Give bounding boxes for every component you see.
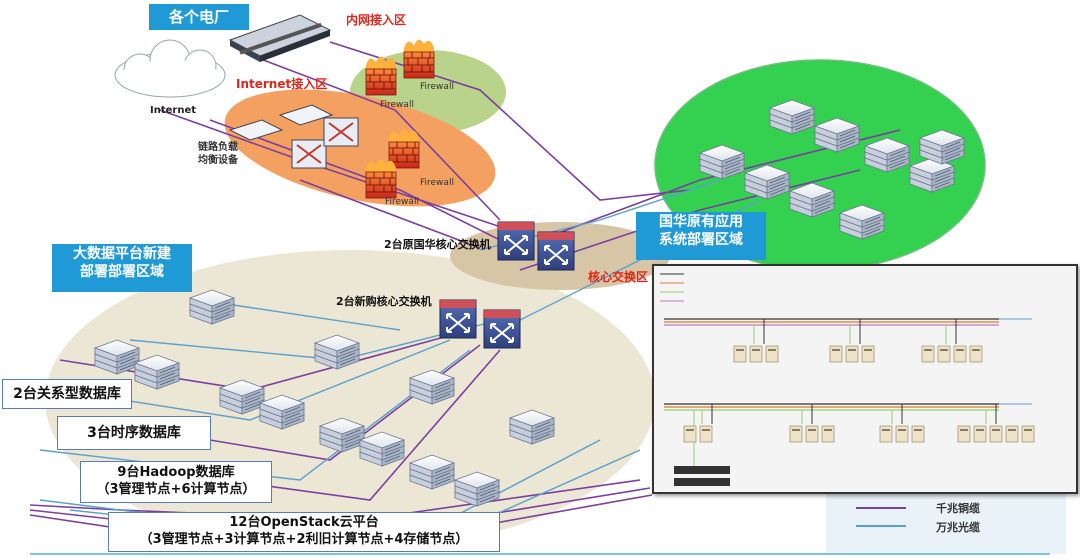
firewall-label: Firewall: [380, 100, 414, 110]
openstack-label-line1: 12台OpenStack云平台: [229, 515, 379, 531]
orig-core-switch-label: 2台原国华核心交换机: [384, 238, 491, 251]
legend-gigabit-label: 千兆铜缆: [936, 502, 980, 515]
power-plants-title: 各个电厂: [149, 4, 249, 30]
legend-ten-gigabit-label: 万兆光缆: [936, 521, 980, 534]
legend-swatches: [856, 507, 906, 527]
core-exchange-label: 核心交换区: [588, 270, 649, 284]
big-data-zone-title-line1: 大数据平台新建: [73, 246, 171, 262]
load-balancer-label-line1: 链路负载: [198, 142, 238, 153]
openstack-label-line2: （3管理节点+3计算节点+2利旧计算节点+4存储节点）: [139, 532, 469, 547]
hadoop-db-box: 9台Hadoop数据库 （3管理节点+6计算节点）: [80, 461, 272, 503]
hadoop-db-label-line2: （3管理节点+6计算节点）: [96, 482, 256, 497]
legend: 千兆铜缆 万兆光缆: [826, 488, 1066, 554]
internet-label: Internet: [150, 105, 197, 116]
detail-network-inset: [652, 264, 1078, 494]
firewall-icon: [365, 159, 397, 199]
guohua-zone-title-line1: 国华原有应用: [659, 214, 743, 230]
power-plant-building-icon: [228, 14, 332, 62]
openstack-box: 12台OpenStack云平台 （3管理节点+3计算节点+2利旧计算节点+4存储…: [108, 512, 500, 552]
hadoop-db-label-line1: 9台Hadoop数据库: [117, 465, 235, 481]
firewall-icon: [388, 129, 420, 169]
firewall-icon: [403, 39, 435, 79]
big-data-zone-title: 大数据平台新建 部署部署区域: [52, 244, 192, 292]
core-switch-icon: [483, 309, 521, 349]
relational-db-box: 2台关系型数据库: [2, 379, 132, 409]
core-switch-icon: [439, 299, 477, 339]
guohua-zone-title: 国华原有应用 系统部署区域: [636, 212, 766, 260]
load-balancer-label-line2: 均衡设备: [198, 155, 238, 166]
timeseries-db-label: 3台时序数据库: [87, 424, 181, 441]
firewall-label: Firewall: [420, 82, 454, 92]
load-balancer-icons: [228, 104, 359, 169]
timeseries-db-box: 3台时序数据库: [57, 416, 211, 450]
firewall-icon: [365, 56, 397, 96]
firewall-label: Firewall: [385, 197, 419, 207]
guohua-zone-title-line2: 系统部署区域: [659, 231, 743, 248]
internet-cloud: [114, 39, 226, 98]
intranet-access-label: 内网接入区: [346, 13, 407, 27]
firewall-label: Firewall: [420, 178, 454, 188]
new-core-switch-label: 2台新购核心交换机: [336, 295, 432, 308]
internet-access-label: Internet接入区: [236, 77, 328, 91]
bottom-divider: [30, 553, 1050, 555]
core-switch-icon: [497, 221, 535, 261]
core-switch-icon: [537, 231, 575, 271]
load-balancer-label: 链路负载 均衡设备: [198, 141, 238, 167]
relational-db-label: 2台关系型数据库: [13, 385, 121, 402]
detail-network-drawing: [660, 273, 1035, 486]
big-data-zone-title-line2: 部署部署区域: [80, 263, 164, 280]
